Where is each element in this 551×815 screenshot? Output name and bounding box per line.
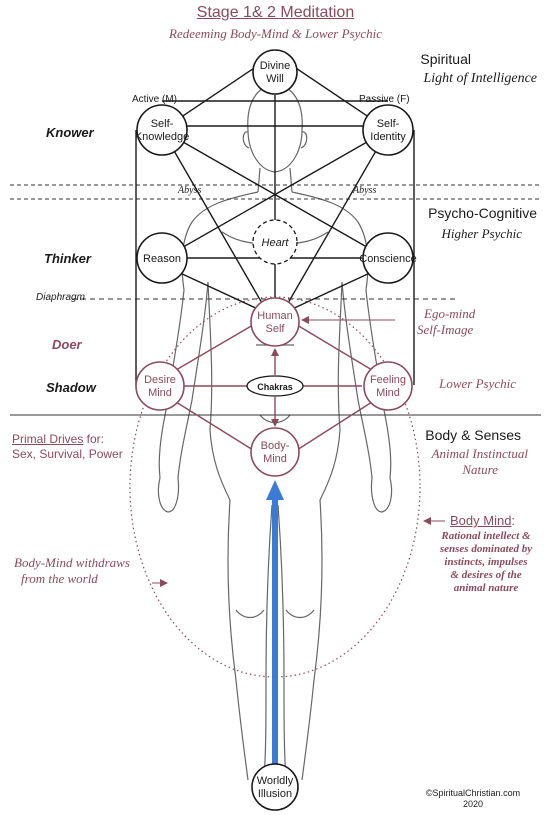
node-desire-mind: Desire Mind <box>135 361 185 411</box>
body-mind-desc-label: Body Mind <box>450 513 512 528</box>
level-spiritual-title: Spiritual <box>420 51 471 67</box>
worldly-illusion-label-2: Illusion <box>258 788 292 800</box>
level-spiritual-sub: Light of Intelligence <box>423 71 537 86</box>
primal-drives-for: for: <box>83 432 105 446</box>
level-lower-psychic: Lower Psychic <box>439 376 516 391</box>
divine-will-label-2: Will <box>266 73 284 85</box>
self-knowledge-label-1: Self- <box>151 118 174 130</box>
primal-drives-label: Primal Drives <box>12 432 84 446</box>
body-mind-desc-line: animal nature <box>453 582 519 594</box>
body-mind-desc-colon: : <box>511 513 516 528</box>
node-self-identity: Self- Identity <box>362 104 414 156</box>
node-heart: Heart <box>252 219 298 265</box>
level-body-sub2: Nature <box>462 462 498 477</box>
role-knower: Knower <box>46 125 94 140</box>
node-worldly-illusion: Worldly Illusion <box>251 763 299 811</box>
diagram-subtitle: Redeeming Body-Mind & Lower Psychic <box>169 26 382 41</box>
active-polarity-label: Active (M) <box>132 94 177 105</box>
feeling-mind-label-1: Feeling <box>370 374 406 386</box>
withdraws-line-1: Body-Mind withdraws <box>14 555 130 570</box>
diagram-title: Stage 1& 2 Meditation <box>196 4 355 21</box>
body-mind-desc-line: senses dominated by <box>439 543 533 555</box>
level-body-sub1: Animal Instinctual <box>431 446 528 461</box>
node-conscience: Conscience <box>359 232 417 284</box>
withdraws-line-2: from the world <box>21 571 98 586</box>
desire-mind-label-2: Mind <box>148 387 172 399</box>
body-mind-desc-line: & desires of the <box>450 569 522 581</box>
primal-drives-heading: Primal Drives for: <box>12 432 104 446</box>
upper-connection-lines <box>135 53 415 385</box>
reason-label: Reason <box>143 253 181 265</box>
upward-blue-arrow <box>266 480 284 765</box>
heart-label: Heart <box>262 237 290 249</box>
level-psycho-sub: Higher Psychic <box>441 226 522 241</box>
copyright-year: 2020 <box>462 799 484 809</box>
conscience-label: Conscience <box>359 253 416 265</box>
level-psycho-title: Psycho-Cognitive <box>428 205 537 221</box>
role-shadow: Shadow <box>46 380 96 395</box>
body-mind-description: Rational intellect & senses dominated by… <box>425 530 547 595</box>
body-mind-label-2: Mind <box>263 453 287 465</box>
level-body-title: Body & Senses <box>425 427 521 443</box>
self-identity-label-2: Identity <box>370 131 406 143</box>
human-self-label-2: Self <box>266 323 286 335</box>
diaphragm-label: Diaphragm <box>36 292 85 303</box>
node-chakras: Chakras <box>246 375 304 397</box>
body-mind-desc-line: instincts, impulses <box>444 556 528 568</box>
human-self-label-1: Human <box>257 310 292 322</box>
node-self-knowledge: Self- Knowledge <box>135 104 189 156</box>
copyright-site: ©SpiritualChristian.com <box>425 788 521 798</box>
role-thinker: Thinker <box>44 251 91 266</box>
body-mind-desc-heading: Body Mind: <box>450 513 515 528</box>
body-mind-label-1: Body- <box>261 440 290 452</box>
ego-mind-label: Ego-mind <box>424 306 476 321</box>
self-knowledge-label-2: Knowledge <box>135 131 189 143</box>
node-reason: Reason <box>136 232 188 284</box>
role-doer: Doer <box>52 337 82 352</box>
lower-connection-lines <box>175 324 373 451</box>
node-feeling-mind: Feeling Mind <box>363 361 413 411</box>
node-body-mind: Body- Mind <box>250 427 300 477</box>
feeling-mind-label-2: Mind <box>376 387 400 399</box>
worldly-illusion-label-1: Worldly <box>257 775 294 787</box>
abyss-label-left: Abyss <box>178 185 202 196</box>
passive-polarity-label: Passive (F) <box>359 94 410 105</box>
body-mind-desc-line: Rational intellect & <box>441 530 531 542</box>
self-identity-label-1: Self- <box>377 118 400 130</box>
copyright: ©SpiritualChristian.com 2020 <box>403 788 543 810</box>
abyss-label-right: Abyss <box>353 185 377 196</box>
abyss-lines <box>10 184 541 200</box>
primal-drives-list: Sex, Survival, Power <box>12 447 123 461</box>
chakras-label: Chakras <box>257 382 293 392</box>
node-divine-will: Divine Will <box>252 49 298 95</box>
desire-mind-label-1: Desire <box>144 374 176 386</box>
self-image-label: Self-Image <box>417 322 474 337</box>
node-human-self: Human Self <box>250 297 300 347</box>
divine-will-label-1: Divine <box>260 60 291 72</box>
